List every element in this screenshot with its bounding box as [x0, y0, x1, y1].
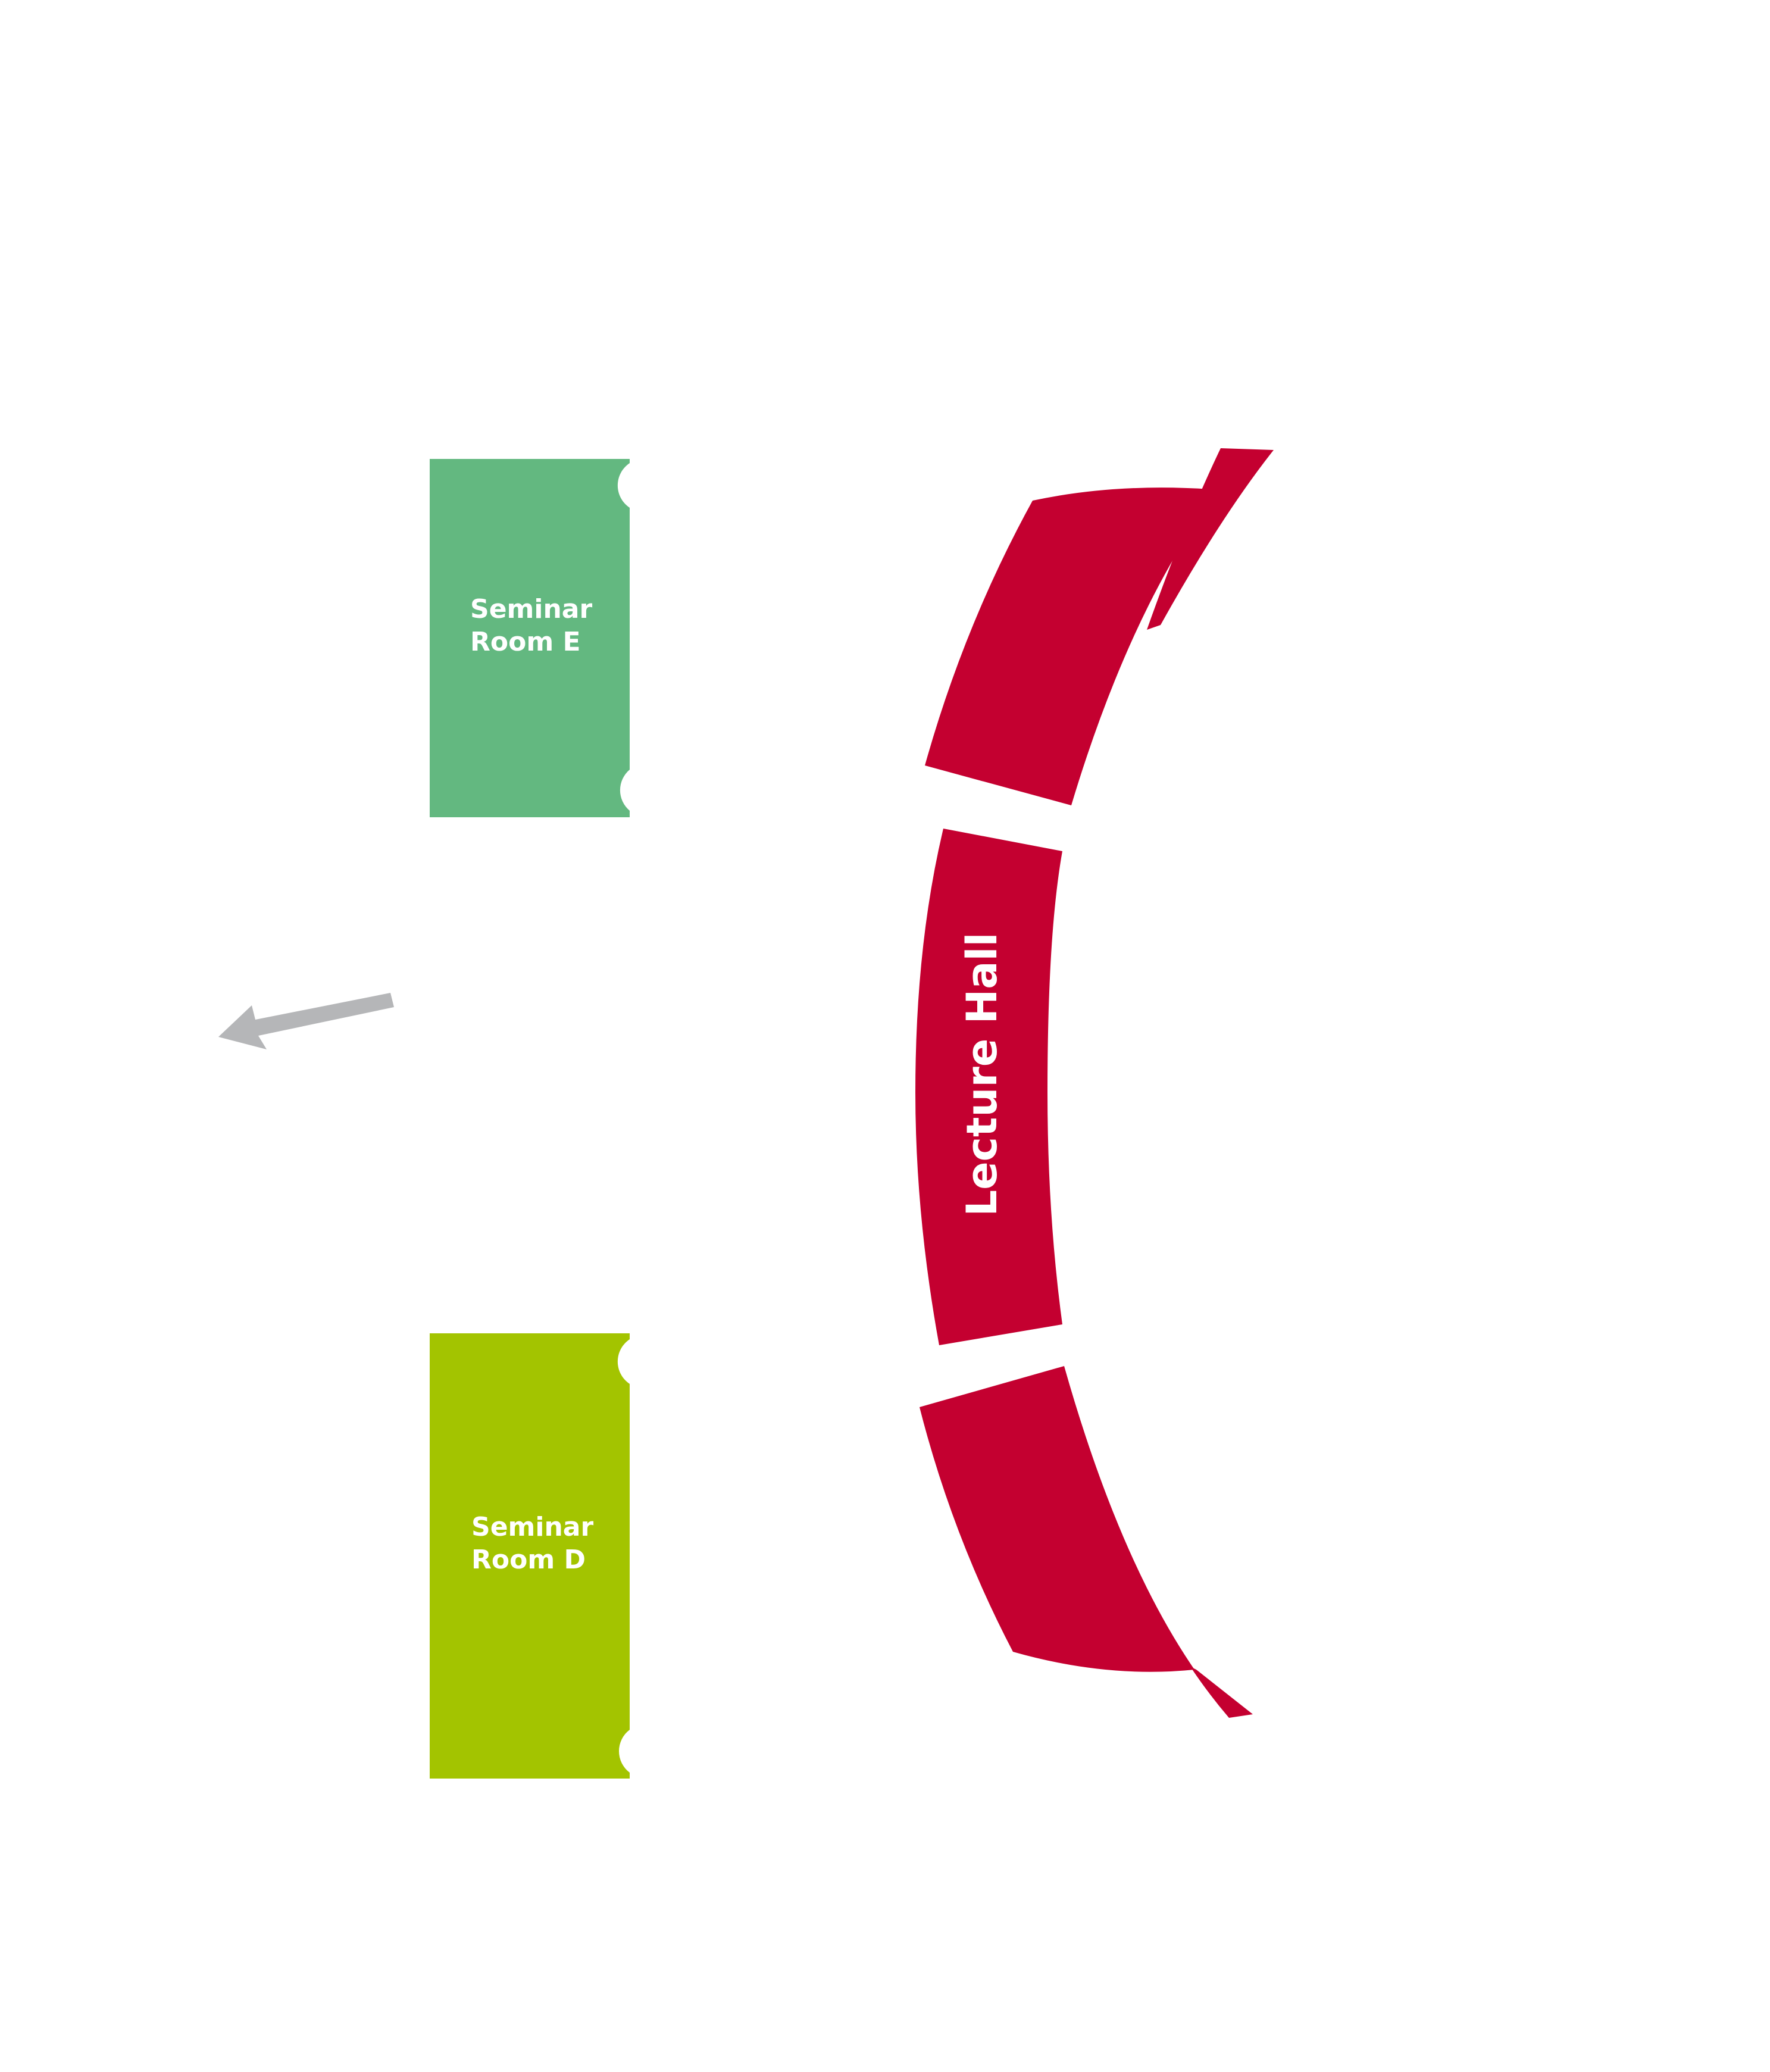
lecture-hall[interactable]: Lecture Hall: [915, 448, 1274, 1718]
seminar-room-d-label-line1: Seminar: [471, 1512, 593, 1542]
seminar-room-e-label-line1: Seminar: [470, 594, 592, 624]
svg-text:Seminar Room E: Seminar Room E: [470, 594, 602, 657]
arrow-left-icon: [218, 993, 394, 1049]
seminar-room-e-shape: [430, 459, 630, 817]
lecture-hall-top-edge: [1147, 448, 1274, 630]
lecture-hall-segment-top: [925, 487, 1219, 805]
lecture-hall-label: Lecture Hall: [958, 932, 1006, 1216]
seminar-room-d-label-line2: Room D: [471, 1545, 586, 1575]
lecture-hall-segment-bottom: [920, 1366, 1194, 1672]
lecture-hall-segment-middle: [915, 829, 1062, 1345]
seminar-room-e[interactable]: Seminar Room E: [430, 459, 630, 817]
seminar-room-d[interactable]: Seminar Room D: [430, 1333, 630, 1779]
seminar-room-d-shape: [430, 1333, 630, 1779]
seminar-room-e-label-line2: Room E: [470, 627, 581, 657]
svg-text:Seminar Room D: Seminar Room D: [471, 1512, 603, 1575]
lecture-hall-bottom-edge: [1190, 1667, 1253, 1718]
